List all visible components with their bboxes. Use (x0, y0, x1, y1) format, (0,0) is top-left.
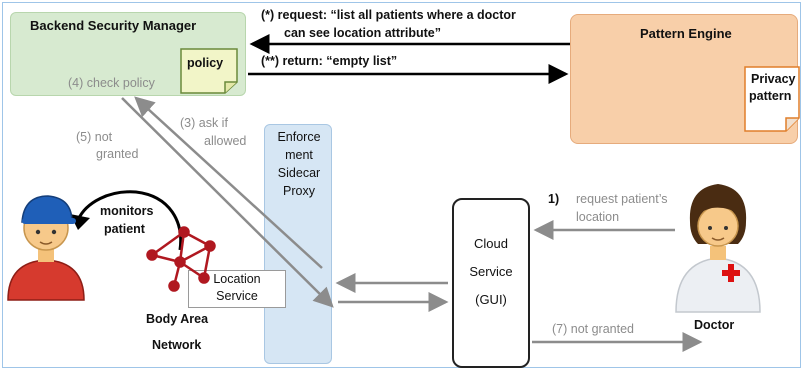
cloud-label-1: Cloud (474, 236, 508, 251)
return-label: (**) return: “empty list” (261, 54, 398, 68)
policy-note (180, 48, 238, 94)
proxy-label-4: Proxy (283, 184, 315, 198)
proxy-label-3: Sidecar (277, 166, 321, 180)
not-granted-5-label-1: (5) not (76, 130, 113, 144)
backend-security-manager-label: Backend Security Manager (30, 18, 197, 33)
check-policy-label: (4) check policy (68, 76, 155, 90)
location-service-label-1: Location (213, 272, 261, 286)
diagram-frame (2, 2, 801, 368)
doctor-label: Doctor (694, 318, 735, 332)
step1-number: 1) (548, 192, 560, 206)
monitors-label-2: patient (104, 222, 145, 236)
policy-label: policy (187, 56, 224, 70)
request-label-2: can see location attribute” (284, 26, 441, 40)
body-area-network-graph (146, 226, 216, 292)
pattern-engine-label: Pattern Engine (640, 26, 732, 41)
step1-label-2: location (576, 210, 620, 224)
body-area-label-2: Network (152, 338, 202, 352)
cloud-service-box (452, 198, 530, 368)
enforcement-proxy-box (264, 124, 332, 364)
ask-arrow (134, 96, 323, 269)
request-label-1: (*) request: “list all patients where a … (261, 8, 516, 22)
privacy-pattern-label-1: Privacy (751, 72, 796, 86)
ask-label-2: allowed (204, 134, 247, 148)
monitors-arrow (76, 190, 183, 251)
cloud-label-3: (GUI) (475, 292, 507, 307)
not-granted-5-arrow (121, 97, 334, 308)
location-service-label-2: Service (216, 289, 258, 303)
privacy-pattern-label-2: pattern (749, 89, 792, 103)
proxy-label-1: Enforce (277, 130, 321, 144)
ask-label-1: (3) ask if (180, 116, 228, 130)
privacy-pattern-note (744, 66, 800, 132)
proxy-label-2: ment (285, 148, 313, 162)
patient-icon (7, 195, 85, 301)
body-area-label-1: Body Area (146, 312, 209, 326)
not-granted-7-label: (7) not granted (552, 322, 634, 336)
cloud-label-2: Service (469, 264, 513, 279)
doctor-icon (675, 184, 761, 313)
not-granted-5-label-2: granted (96, 147, 139, 161)
monitors-label-1: monitors (100, 204, 154, 218)
step1-label-1: request patient’s (576, 192, 668, 206)
